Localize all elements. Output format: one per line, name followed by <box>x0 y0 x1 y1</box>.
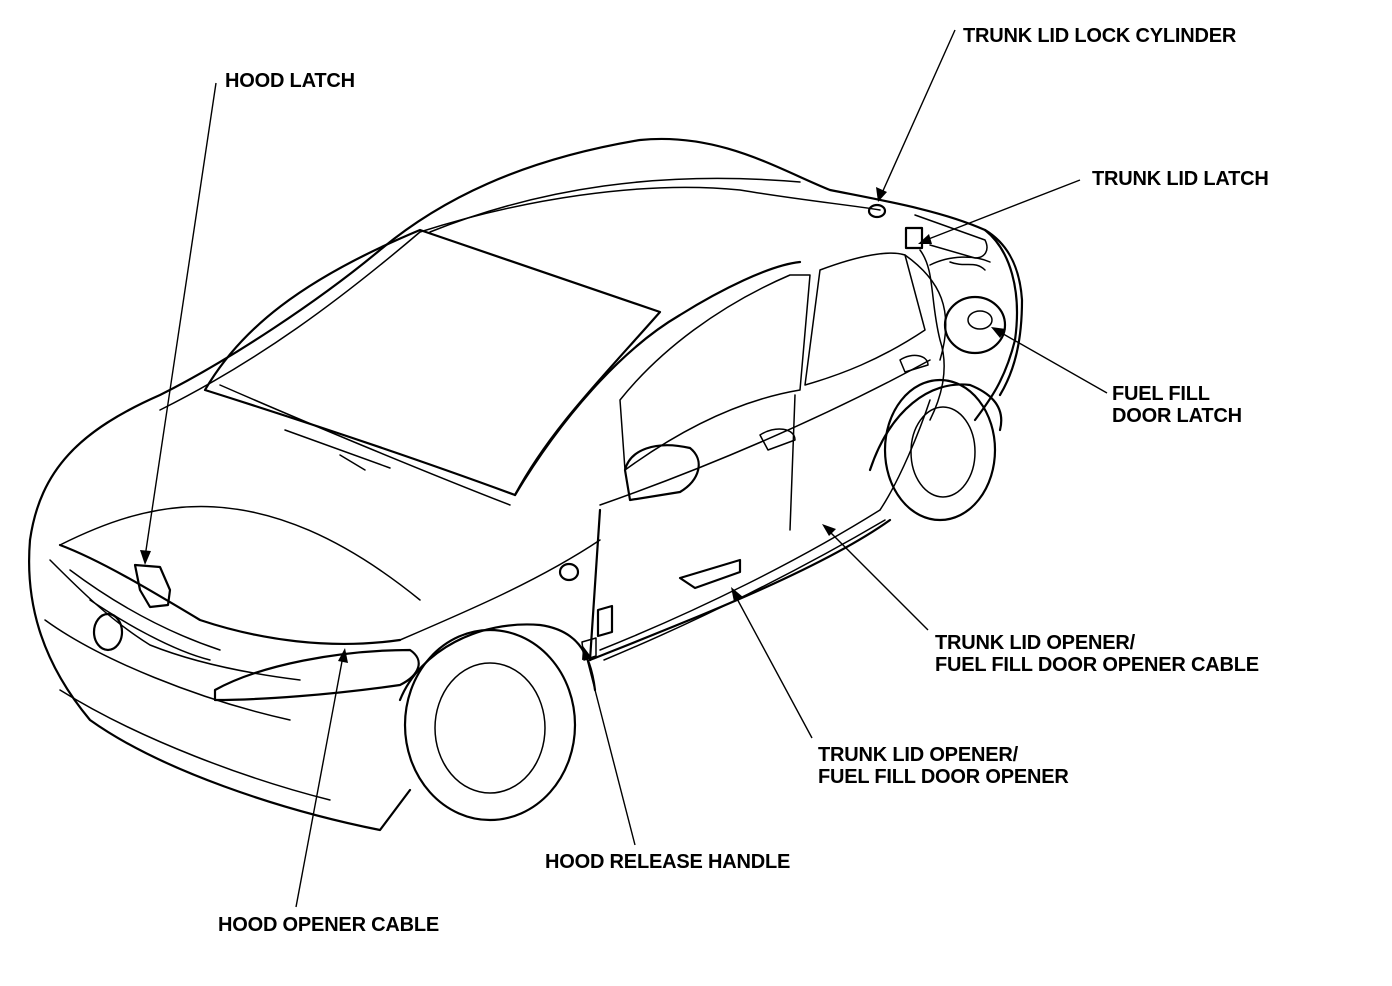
callout-hood-release-handle: HOOD RELEASE HANDLE <box>545 851 790 873</box>
callout-trunk-lid-lock-cylinder: TRUNK LID LOCK CYLINDER <box>963 25 1236 47</box>
leader-lines <box>140 29 1108 908</box>
callout-hood-opener-cable: HOOD OPENER CABLE <box>218 914 439 936</box>
car-body <box>28 137 1024 832</box>
callout-opener-line-1: TRUNK LID OPENER/ <box>818 744 1018 766</box>
callout-fuel-fill-door-latch: FUEL FILL DOOR LATCH <box>1112 383 1242 427</box>
callout-trunk-lid-lock-cylinder-line: TRUNK LID LOCK CYLINDER <box>963 25 1237 47</box>
callout-hood-release-handle-line: HOOD RELEASE HANDLE <box>545 851 791 873</box>
callout-fuel-fill-door-latch-line-1: FUEL FILL <box>1112 383 1210 405</box>
callout-trunk-lid-latch-line: TRUNK LID LATCH <box>1092 168 1269 190</box>
callout-opener: TRUNK LID OPENER/ FUEL FILL DOOR OPENER <box>818 744 1069 788</box>
callout-opener-cable-line-1: TRUNK LID OPENER/ <box>935 632 1135 654</box>
callout-hood-latch: HOOD LATCH <box>225 70 355 92</box>
callout-fuel-fill-door-latch-line-2: DOOR LATCH <box>1112 405 1242 427</box>
callout-trunk-lid-latch: TRUNK LID LATCH <box>1092 168 1269 190</box>
callout-opener-line-2: FUEL FILL DOOR OPENER <box>818 766 1069 788</box>
callout-opener-cable: TRUNK LID OPENER/ FUEL FILL DOOR OPENER … <box>935 632 1259 676</box>
callout-opener-cable-line-2: FUEL FILL DOOR OPENER CABLE <box>935 654 1259 676</box>
callout-hood-latch-line: HOOD LATCH <box>225 70 355 92</box>
callout-hood-opener-cable-line: HOOD OPENER CABLE <box>218 914 440 936</box>
